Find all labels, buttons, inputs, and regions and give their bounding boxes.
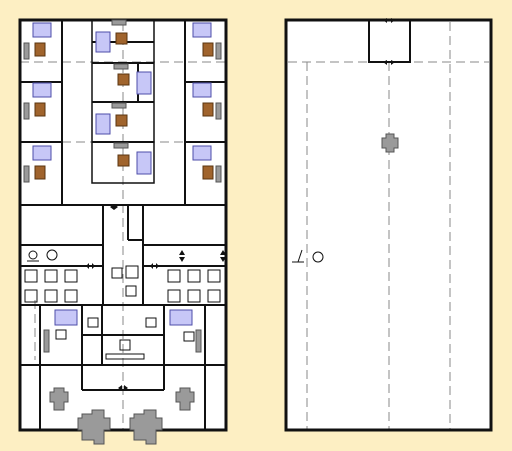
plant-icon <box>129 409 163 445</box>
computer-icon <box>24 269 38 283</box>
sensors <box>27 249 58 262</box>
bed-icon <box>192 145 212 161</box>
bed-icon <box>136 71 152 95</box>
desk <box>183 331 195 342</box>
cabinet <box>215 165 222 183</box>
door-swing-icon <box>220 250 226 262</box>
door-swing-icon <box>383 60 395 65</box>
cabinets <box>23 19 222 353</box>
bed-icon <box>32 82 52 98</box>
door-swing-icon <box>118 385 128 391</box>
cabinet <box>43 329 50 353</box>
bed-icon <box>192 82 212 98</box>
computer-icon <box>167 269 181 283</box>
bed-icon <box>95 113 111 135</box>
door-markers <box>86 204 226 391</box>
bed-icon <box>32 22 52 38</box>
cabinet <box>195 329 202 353</box>
computer-icon <box>207 269 221 283</box>
chair-icon <box>117 73 130 86</box>
desk <box>87 317 99 328</box>
chair-icon <box>202 165 214 180</box>
cabinet <box>23 102 30 120</box>
computer-icon <box>167 289 181 303</box>
door-swing-icon <box>383 18 395 23</box>
wall <box>297 249 303 263</box>
bed-icon <box>136 151 152 175</box>
cabinet <box>23 165 30 183</box>
plant-icon <box>175 387 195 411</box>
chair-icon <box>115 114 128 127</box>
computer-icon <box>207 289 221 303</box>
plant-icon <box>77 409 111 445</box>
door-swing-icon <box>150 263 159 269</box>
valve-icon <box>46 249 58 261</box>
desk <box>119 339 131 351</box>
beds <box>32 22 212 326</box>
plant-icon <box>381 133 399 153</box>
door-swing-icon <box>179 250 185 262</box>
cabinet <box>23 42 30 60</box>
computer-icon <box>44 289 58 303</box>
valve-icon <box>312 251 324 263</box>
computer-icon <box>187 289 201 303</box>
chair-icon <box>202 42 214 57</box>
cabinet <box>111 19 127 26</box>
chair-icon <box>117 154 130 167</box>
desk <box>55 329 67 340</box>
chair-icon <box>34 102 46 117</box>
computer-icon <box>125 265 139 279</box>
chair-icon <box>34 165 46 180</box>
chair-icon <box>202 102 214 117</box>
chair-icon <box>34 42 46 57</box>
plants <box>49 387 195 445</box>
cabinet <box>113 142 129 149</box>
right-sensors <box>292 249 324 263</box>
bed-icon <box>32 145 52 161</box>
computer-icon <box>24 289 38 303</box>
lab-stations <box>24 265 221 360</box>
computer-icon <box>44 269 58 283</box>
bed-icon <box>95 31 111 53</box>
computer-icon <box>64 269 78 283</box>
door-swing-icon <box>110 204 118 210</box>
bed-icon <box>54 309 78 326</box>
computer-icon <box>64 289 78 303</box>
desk <box>105 353 145 360</box>
bed-icon <box>169 309 193 326</box>
plant-icon <box>49 387 69 411</box>
computer-icon <box>125 285 137 297</box>
computer-icon <box>187 269 201 283</box>
right-door-markers <box>383 18 395 65</box>
left-building <box>18 18 228 445</box>
bed-icon <box>192 22 212 38</box>
entry-vestibule-wall <box>368 19 411 63</box>
chair-icon <box>115 32 128 45</box>
door-swing-icon <box>86 263 95 269</box>
cabinet <box>113 63 129 70</box>
desk <box>145 317 157 328</box>
computer-icon <box>111 267 123 279</box>
cabinet <box>215 102 222 120</box>
camera-icon <box>28 250 38 260</box>
cabinet <box>215 42 222 60</box>
chairs <box>34 32 214 180</box>
cabinet <box>111 102 127 109</box>
right-walls <box>284 18 493 432</box>
right-building <box>284 18 493 432</box>
